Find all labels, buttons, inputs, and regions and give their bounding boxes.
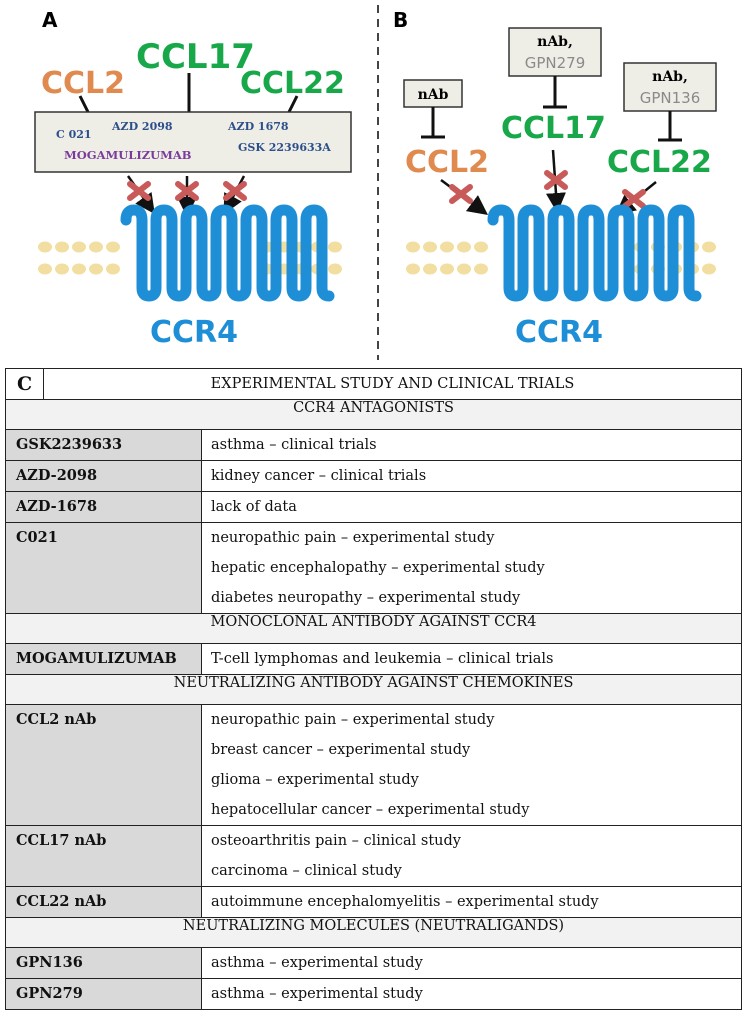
application-cell: T-cell lymphomas and leukemia – clinical… xyxy=(201,643,742,675)
application-line: neuropathic pain – experimental study xyxy=(211,712,495,728)
treatment-label: CCL22 nAb xyxy=(5,886,202,918)
panel-a-block-cross-right xyxy=(226,184,244,198)
application-cell: neuropathic pain – experimental study hep… xyxy=(201,522,742,614)
drug-mogamulizumab-label: MOGAMULIZUMAB xyxy=(64,148,192,162)
panel-b-ccl17-inhibitor-line2: GPN279 xyxy=(525,54,586,72)
application-line: glioma – experimental study xyxy=(211,772,419,788)
panel-b-ccl2-inhibitor-label: nAb xyxy=(418,87,449,103)
application-cell: osteoarthritis pain – clinical study carc… xyxy=(201,825,742,887)
drug-azd1678-label: AZD 1678 xyxy=(227,120,289,133)
application-cell: asthma – experimental study xyxy=(201,947,742,979)
application-line: T-cell lymphomas and leukemia – clinical… xyxy=(211,651,554,667)
panel-b-ccl22-inhibitor-line1: nAb, xyxy=(652,69,688,85)
table-row: GPN136 asthma – experimental study xyxy=(5,947,742,979)
treatment-label: CCL17 nAb xyxy=(5,825,202,887)
panel-b-letter: B xyxy=(393,8,408,32)
panel-b-inhibition-bars xyxy=(421,76,682,142)
panel-a-block-cross-left xyxy=(130,184,148,198)
application-line: hepatocellular cancer – experimental stu… xyxy=(211,802,530,818)
application-cell: asthma – experimental study xyxy=(201,978,742,1010)
treatment-label: AZD-1678 xyxy=(5,491,202,523)
treatment-label: GSK2239633 xyxy=(5,429,202,461)
application-line: asthma – clinical trials xyxy=(211,437,377,453)
application-line: osteoarthritis pain – clinical study xyxy=(211,833,461,849)
application-cell: neuropathic pain – experimental study bre… xyxy=(201,704,742,826)
application-cell: kidney cancer – clinical trials xyxy=(201,460,742,492)
treatment-label: GPN136 xyxy=(5,947,202,979)
application-line: diabetes neuropathy – experimental study xyxy=(211,590,521,606)
application-line: autoimmune encephalomyelitis – experimen… xyxy=(211,894,599,910)
section-heading: NEUTRALIZING MOLECULES (NEUTRALIGANDS) xyxy=(5,917,742,948)
panel-b-ccl2-label: CCL2 xyxy=(405,145,489,180)
table-row: AZD-1678 lack of data xyxy=(5,491,742,523)
application-line: neuropathic pain – experimental study xyxy=(211,530,495,546)
panel-b-block-cross-right xyxy=(625,192,643,206)
table-title: EXPERIMENTAL STUDY AND CLINICAL TRIALS xyxy=(43,368,742,400)
table-row: AZD-2098 kidney cancer – clinical trials xyxy=(5,460,742,492)
table-row: MOGAMULIZUMAB T-cell lymphomas and leukem… xyxy=(5,643,742,675)
application-line: carcinoma – clinical study xyxy=(211,863,402,879)
application-line: asthma – experimental study xyxy=(211,955,423,971)
treatment-label: C021 xyxy=(5,522,202,614)
panel-b-ccl17-inhibitor-box xyxy=(508,27,602,77)
section-heading: NEUTRALIZING ANTIBODY AGAINST CHEMOKINES xyxy=(5,674,742,705)
panel-b-ccr4-label: CCR4 xyxy=(515,315,603,350)
panel-a-ccl22-connector xyxy=(287,95,299,113)
drug-azd2098-label: AZD 2098 xyxy=(111,120,173,133)
application-cell: lack of data xyxy=(201,491,742,523)
panel-a-drug-box xyxy=(34,111,352,173)
application-cell: autoimmune encephalomyelitis – experimen… xyxy=(201,886,742,918)
panel-b-ccl22-inhibitor-line2: GPN136 xyxy=(640,89,701,107)
table-row: CCL22 nAb autoimmune encephalomyelitis – … xyxy=(5,886,742,918)
table-row: GPN279 asthma – experimental study xyxy=(5,978,742,1010)
panel-a-ccl22-label: CCL22 xyxy=(240,66,345,101)
application-line: kidney cancer – clinical trials xyxy=(211,468,427,484)
panel-b-ccl17-label: CCL17 xyxy=(501,111,606,146)
application-line: asthma – experimental study xyxy=(211,986,423,1002)
panel-a-ccr4-label: CCR4 xyxy=(150,315,238,350)
panel-a-letter: A xyxy=(42,8,58,32)
section-heading: CCR4 ANTAGONISTS xyxy=(5,399,742,430)
application-line: breast cancer – experimental study xyxy=(211,742,471,758)
drug-c021-label: C 021 xyxy=(56,128,92,141)
panel-a-ccl2-connector xyxy=(78,95,90,113)
figure-panels: A CCL2 CCL17 CCL22 C 021 AZD 2098 AZD 16… xyxy=(0,0,749,365)
panel-c-table: C EXPERIMENTAL STUDY AND CLINICAL TRIALS… xyxy=(5,368,742,1010)
panel-b-ccr4-receptor xyxy=(493,210,696,296)
application-line: hepatic encephalopathy – experimental st… xyxy=(211,560,545,576)
panel-b-ccl22-inhibitor-box xyxy=(623,62,717,112)
application-line: lack of data xyxy=(211,499,297,515)
drug-gsk-label: GSK 2239633A xyxy=(238,141,331,154)
treatment-label: AZD-2098 xyxy=(5,460,202,492)
treatment-label: CCL2 nAb xyxy=(5,704,202,826)
section-heading: MONOCLONAL ANTIBODY AGAINST CCR4 xyxy=(5,613,742,644)
application-cell: asthma – clinical trials xyxy=(201,429,742,461)
panel-b-ccl22-label: CCL22 xyxy=(607,145,712,180)
table-row: GSK2239633 asthma – clinical trials xyxy=(5,429,742,461)
panel-a-ccl2-label: CCL2 xyxy=(41,66,125,101)
panel-a-ccr4-receptor xyxy=(126,210,329,296)
panel-c-letter: C xyxy=(5,368,44,400)
treatment-label: GPN279 xyxy=(5,978,202,1010)
treatment-label: MOGAMULIZUMAB xyxy=(5,643,202,675)
panel-b-block-cross-left xyxy=(452,187,470,201)
panel-b-ccl2-inhibitor-box xyxy=(403,79,463,108)
panel-a-ccl17-label: CCL17 xyxy=(136,37,255,77)
panel-b-ccl17-inhibitor-line1: nAb, xyxy=(537,34,573,50)
